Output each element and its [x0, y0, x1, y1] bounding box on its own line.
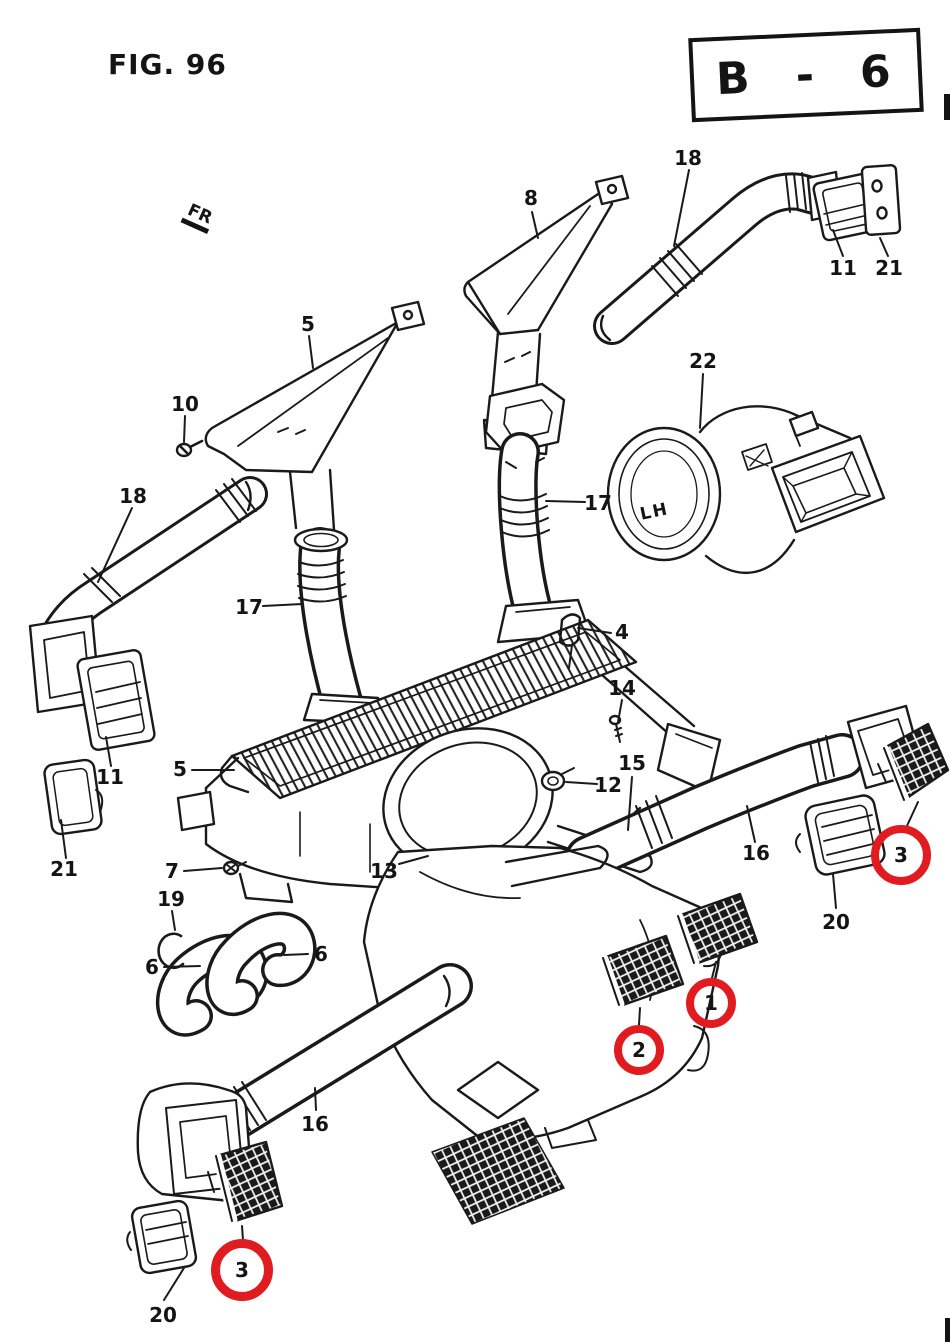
- highlight-ring-part-3: [211, 1239, 273, 1301]
- highlight-ring-part-1: [686, 978, 736, 1028]
- part-callout-11: 11: [829, 256, 857, 280]
- page-ref-box: B - 6: [688, 27, 924, 123]
- vent-grille-3-right: [877, 722, 950, 802]
- vent-cover-left: [43, 758, 104, 836]
- part-callout-19: 19: [157, 887, 185, 911]
- part-callout-21: 21: [875, 256, 903, 280]
- vent-bracket-right: [860, 164, 902, 236]
- part-callout-8: 8: [524, 186, 538, 210]
- part-callout-6: 6: [314, 942, 328, 966]
- part-callout-17: 17: [235, 595, 263, 619]
- screw-10: [175, 439, 204, 458]
- part-callout-22: 22: [689, 349, 717, 373]
- part-callout-6: 6: [145, 955, 159, 979]
- clamp-12: [540, 767, 575, 792]
- highlight-ring-part-3: [871, 825, 931, 885]
- part-callout-14: 14: [608, 676, 636, 700]
- corrugated-duct-right: [484, 382, 592, 644]
- heater-assembly: [176, 613, 722, 904]
- part-callout-16: 16: [742, 841, 770, 865]
- part-callout-12: 12: [594, 773, 622, 797]
- vent-bezel-20-bottom: [126, 1199, 198, 1275]
- screw-7: [222, 860, 247, 876]
- part-callout-18: 18: [674, 146, 702, 170]
- defroster-nozzle-left: [204, 300, 426, 532]
- part-callout-1: 1: [704, 991, 718, 1015]
- part-callout-20: 20: [149, 1303, 177, 1327]
- part-callout-21: 21: [50, 857, 78, 881]
- part-callout-13: 13: [370, 859, 398, 883]
- part-callout-5: 5: [301, 312, 315, 336]
- part-callout-4: 4: [615, 620, 629, 644]
- vent-grille-3-bottom: [207, 1140, 284, 1225]
- part-callout-11: 11: [96, 765, 124, 789]
- vent-bezel-20-right: [795, 794, 886, 876]
- bolt-14: [608, 714, 623, 743]
- part-callout-2: 2: [632, 1038, 646, 1062]
- corrugated-duct-left: [293, 527, 392, 726]
- demister-hose-right: [593, 170, 842, 345]
- side-vent-left: [76, 649, 156, 751]
- joint-duct-pair: [155, 911, 317, 1037]
- figure-title: FIG. 96: [108, 48, 227, 81]
- part-callout-3: 3: [894, 843, 908, 867]
- page-edge-marks: [944, 94, 950, 1342]
- side-vent-duct-lh: [606, 405, 886, 574]
- part-callout-10: 10: [171, 392, 199, 416]
- part-callout-15: 15: [618, 751, 646, 775]
- heater-lower-case: [362, 844, 724, 1225]
- part-callout-17: 17: [584, 491, 612, 515]
- part-callout-20: 20: [822, 910, 850, 934]
- leader-lines: [60, 169, 919, 1301]
- part-callout-7: 7: [165, 859, 179, 883]
- highlight-ring-part-2: [614, 1025, 664, 1075]
- part-callout-18: 18: [119, 484, 147, 508]
- part-callout-16: 16: [301, 1112, 329, 1136]
- vent-grille-2: [599, 934, 685, 1009]
- vent-grille-1: [674, 892, 759, 967]
- part-callout-3: 3: [235, 1258, 249, 1282]
- page-ref-label: B - 6: [714, 44, 908, 105]
- part-callout-5: 5: [173, 757, 187, 781]
